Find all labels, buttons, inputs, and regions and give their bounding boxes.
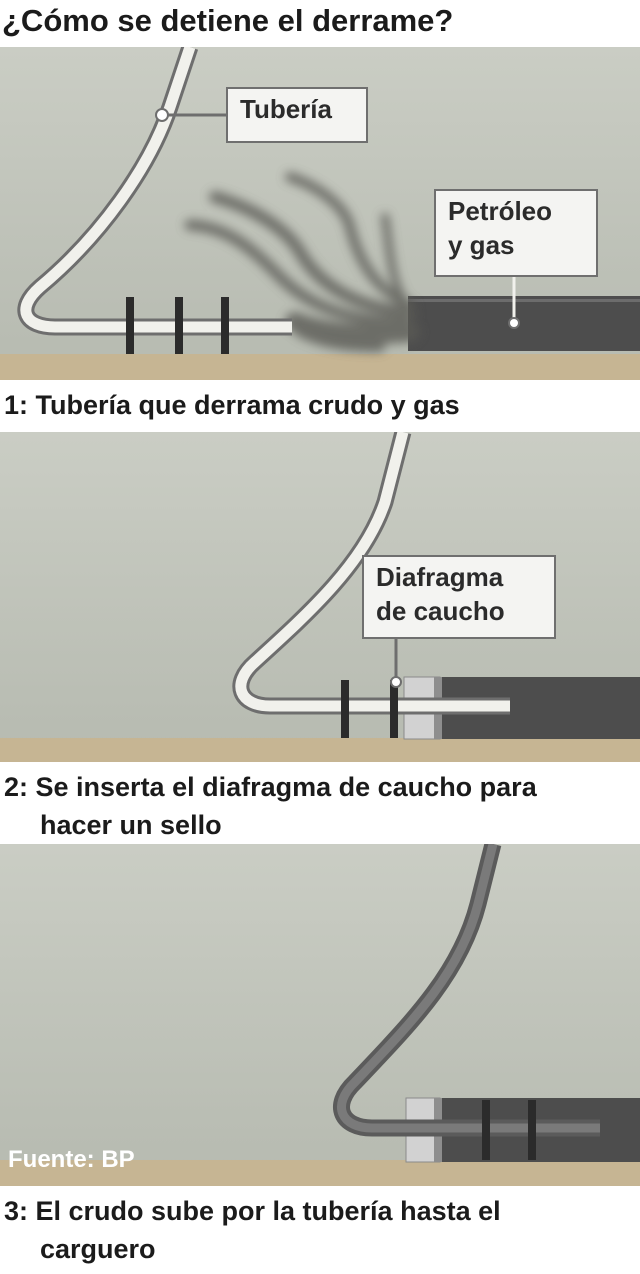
caption-step-2: 2: Se inserta el diafragma de caucho par… — [4, 768, 537, 844]
seabed-stakes — [482, 1100, 536, 1160]
oil-recovery-illustration — [0, 844, 640, 1186]
caption-step-1: 1: Tubería que derrama crudo y gas — [4, 390, 460, 420]
caption-step-2-line1: 2: Se inserta el diafragma de caucho par… — [4, 772, 537, 802]
diaphragm-label-line2: de caucho — [376, 596, 505, 626]
seabed-stakes — [341, 680, 398, 738]
riser-highlight — [408, 299, 640, 302]
seabed — [0, 1160, 640, 1186]
pipe-label: Tubería — [226, 87, 368, 143]
oil-gas-plume — [184, 172, 420, 352]
seabed — [0, 354, 640, 380]
diaphragm-label-line1: Diafragma — [376, 562, 504, 592]
panel-oil-to-tanker — [0, 844, 640, 1186]
page-title: ¿Cómo se detiene el derrame? — [2, 3, 454, 38]
source-credit: Fuente: BP — [8, 1146, 135, 1173]
oil-gas-label: Petróleo y gas — [434, 189, 598, 277]
seabed-stakes — [126, 297, 229, 354]
diaphragm-label: Diafragma de caucho — [362, 555, 556, 639]
seabed — [0, 738, 640, 762]
caption-step-3: 3: El crudo sube por la tubería hasta el… — [4, 1192, 501, 1268]
caption-step-3-line2: carguero — [40, 1234, 156, 1264]
riser-pipe — [408, 296, 640, 351]
oil-gas-label-line1: Petróleo — [448, 196, 553, 226]
caption-step-2-line2: hacer un sello — [40, 810, 222, 840]
oil-gas-label-line2: y gas — [448, 230, 515, 260]
caption-step-3-line1: 3: El crudo sube por la tubería hasta el — [4, 1196, 501, 1226]
